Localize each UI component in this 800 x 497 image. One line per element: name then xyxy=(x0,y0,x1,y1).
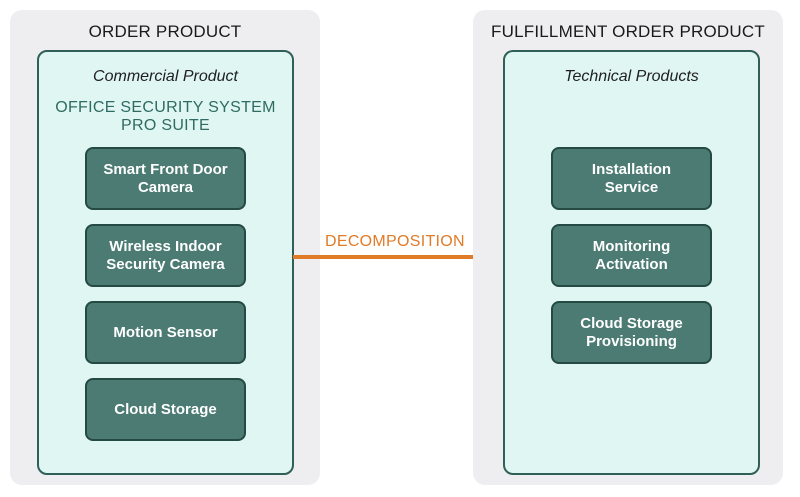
commercial-product-label: Commercial Product xyxy=(93,68,238,85)
order-product-title: ORDER PRODUCT xyxy=(88,22,242,41)
item-monitoring-activation: Monitoring Activation xyxy=(551,224,712,287)
commercial-product-box: Commercial Product OFFICE SECURITY SYSTE… xyxy=(37,50,294,475)
order-product-panel: ORDER PRODUCT Commercial Product OFFICE … xyxy=(10,10,320,485)
fulfillment-order-product-panel: FULFILLMENT ORDER PRODUCT Technical Prod… xyxy=(473,10,783,485)
item-cloud-storage: Cloud Storage xyxy=(85,378,246,441)
item-installation-service: Installation Service xyxy=(551,147,712,210)
fulfillment-order-product-title: FULFILLMENT ORDER PRODUCT xyxy=(491,22,765,41)
product-name: OFFICE SECURITY SYSTEM PRO SUITE xyxy=(55,99,276,134)
item-motion-sensor: Motion Sensor xyxy=(85,301,246,364)
item-smart-front-door-camera: Smart Front Door Camera xyxy=(85,147,246,210)
technical-products-label: Technical Products xyxy=(564,68,699,85)
decomposition-label: DECOMPOSITION xyxy=(325,233,465,250)
item-wireless-indoor-security-camera: Wireless Indoor Security Camera xyxy=(85,224,246,287)
item-cloud-storage-provisioning: Cloud Storage Provisioning xyxy=(551,301,712,364)
technical-products-box: Technical Products Installation Service … xyxy=(503,50,760,475)
